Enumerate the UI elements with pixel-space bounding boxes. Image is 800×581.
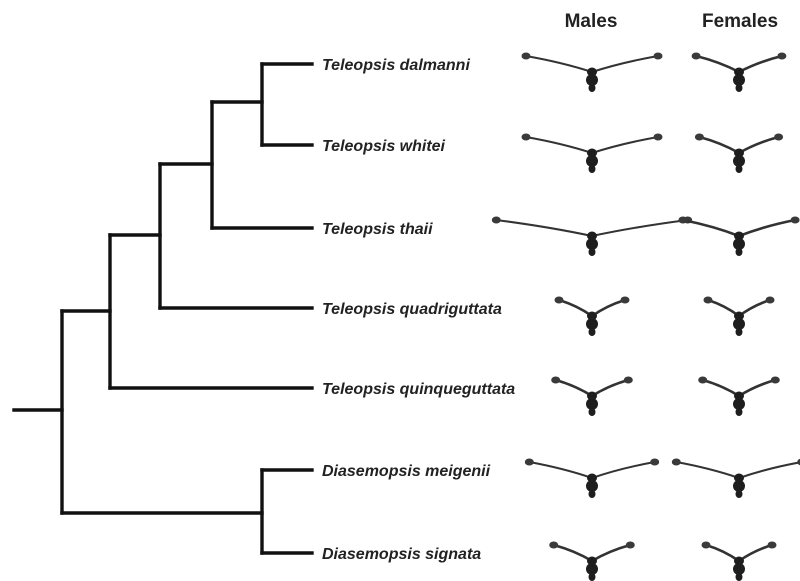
male-fly-icon (549, 541, 635, 581)
female-fly-icon (701, 541, 777, 581)
phylogenetic-tree (12, 62, 314, 555)
taxon-label: Teleopsis thaii (322, 221, 433, 238)
male-fly-icon (551, 376, 633, 416)
females-header: Females (702, 11, 778, 32)
taxon-label: Teleopsis whitei (322, 138, 446, 155)
male-fly-icon (524, 458, 660, 498)
female-fly-icon (671, 458, 800, 498)
taxon-label: Teleopsis dalmanni (322, 57, 470, 74)
taxon-labels: Teleopsis dalmanni Teleopsis whitei Tele… (322, 57, 515, 563)
taxon-label: Teleopsis quadriguttata (322, 301, 502, 318)
male-fly-icon (554, 296, 630, 336)
female-fly-icon (678, 216, 800, 256)
male-fly-icon (491, 216, 693, 256)
taxon-label: Diasemopsis signata (322, 546, 481, 563)
male-fly-icon (521, 133, 663, 173)
male-fly-icon (521, 52, 663, 92)
taxon-label: Diasemopsis meigenii (322, 463, 491, 480)
fly-silhouettes (491, 52, 800, 581)
female-fly-icon (694, 133, 784, 173)
males-header: Males (565, 11, 618, 32)
female-fly-icon (691, 52, 787, 92)
female-fly-icon (698, 376, 780, 416)
female-fly-icon (703, 296, 775, 336)
taxon-label: Teleopsis quinqueguttata (322, 381, 515, 398)
